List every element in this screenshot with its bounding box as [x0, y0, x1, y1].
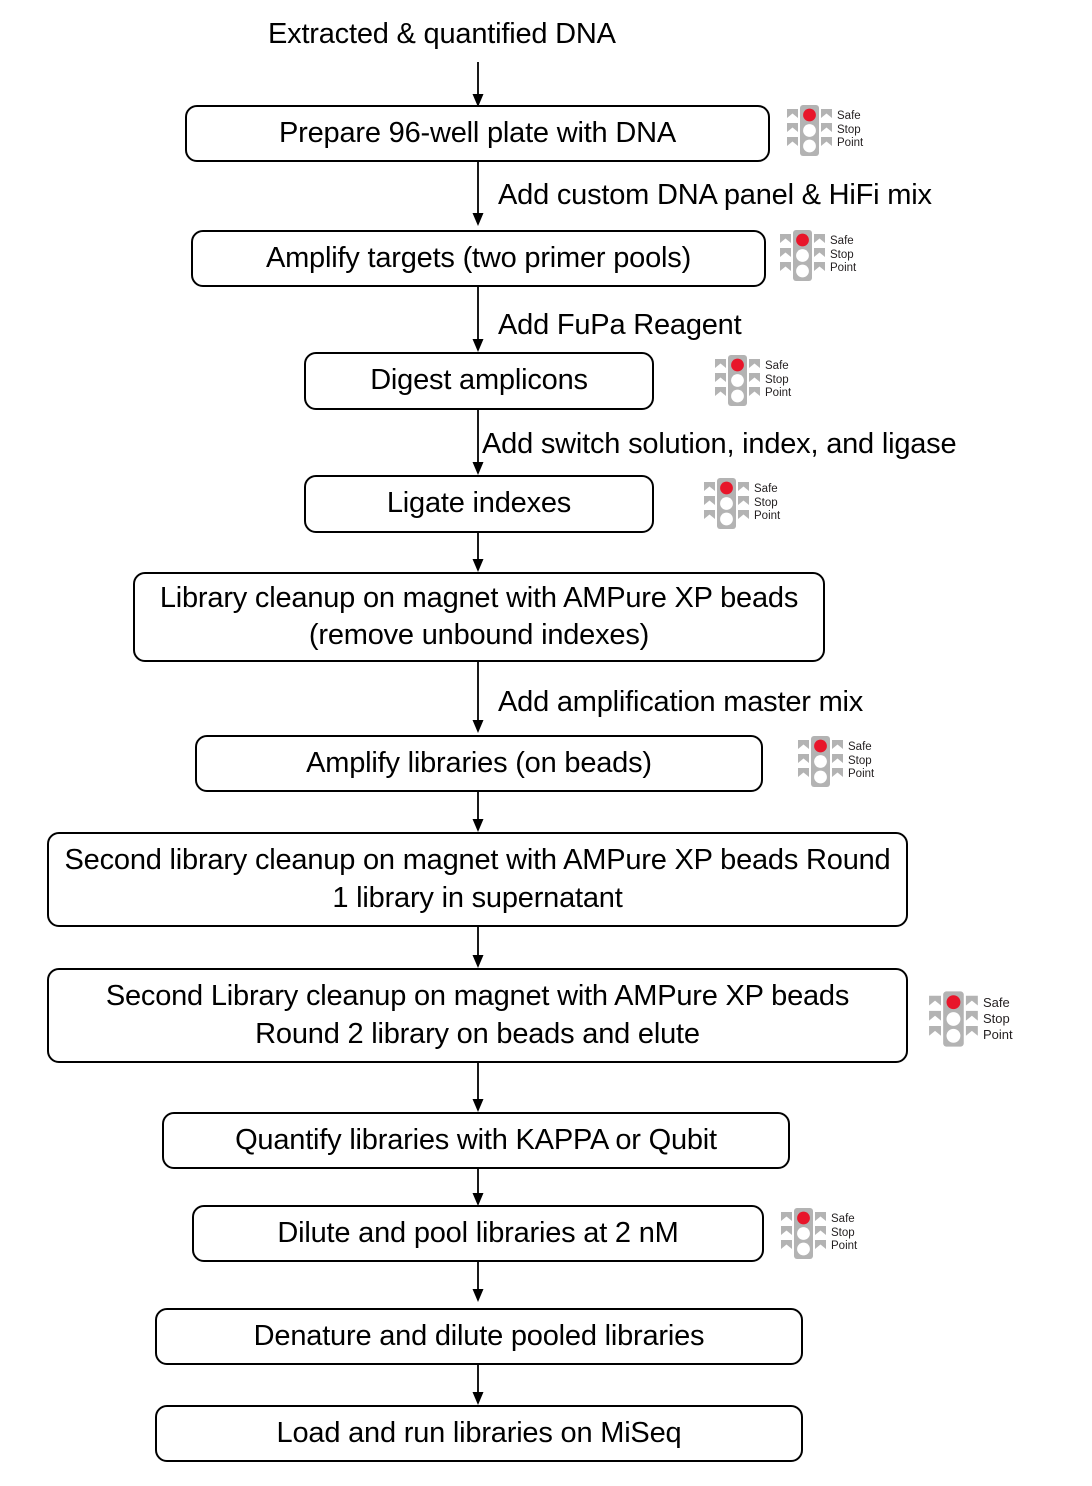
stop-point-line-2: Stop — [837, 123, 861, 136]
flow-node-label: Library cleanup on magnet with AMPure XP… — [159, 581, 799, 651]
safe-stop-point-badge-5: Safe Stop Point — [797, 735, 874, 788]
stop-point-line-1: Safe — [837, 109, 861, 122]
flow-node-amplify-targets[interactable]: Amplify targets (two primer pools) — [191, 230, 766, 287]
traffic-light-icon — [779, 229, 827, 282]
stop-point-line-3: Point — [837, 137, 864, 150]
connector-n10-to-n11 — [462, 1262, 494, 1303]
flow-node-label: Second Library cleanup on magnet with AM… — [105, 980, 850, 1050]
safe-stop-point-text: Safe Stop Point — [831, 1213, 857, 1255]
flow-node-prepare-plate[interactable]: Prepare 96-well plate with DNA — [185, 105, 770, 162]
stop-point-line-1: Safe — [983, 995, 1010, 1011]
stop-point-line-3: Point — [983, 1026, 1013, 1042]
connector-n11-to-n12 — [462, 1365, 494, 1406]
flow-node-ligate-indexes[interactable]: Ligate indexes — [304, 475, 654, 533]
flow-node-library-cleanup[interactable]: Library cleanup on magnet with AMPure XP… — [133, 572, 825, 662]
connector-n2-to-n3 — [462, 287, 494, 353]
stop-point-line-2: Stop — [754, 496, 778, 509]
connector-n6-to-n7 — [462, 792, 494, 833]
safe-stop-point-text: Safe Stop Point — [765, 360, 791, 402]
flow-node-label: Prepare 96-well plate with DNA — [279, 116, 676, 149]
edge-label-n2-to-n3: Add FuPa Reagent — [498, 309, 742, 341]
edge-label-n1-to-n2: Add custom DNA panel & HiFi mix — [498, 179, 932, 211]
flow-node-label: Dilute and pool libraries at 2 nM — [277, 1216, 679, 1249]
traffic-light-icon — [780, 1207, 828, 1260]
flow-node-label: Amplify targets (two primer pools) — [265, 241, 692, 274]
traffic-light-icon — [703, 477, 751, 530]
traffic-light-icon — [786, 104, 834, 157]
connector-n1-to-n2 — [462, 161, 494, 227]
flow-node-label: Second library cleanup on magnet with AM… — [64, 844, 891, 914]
stop-point-line-2: Stop — [830, 248, 854, 261]
connector-n4-to-n5 — [462, 533, 494, 573]
safe-stop-point-badge-6: Safe Stop Point — [928, 990, 1013, 1048]
safe-stop-point-badge-2: Safe Stop Point — [779, 229, 856, 282]
traffic-light-icon — [714, 354, 762, 407]
stop-point-line-1: Safe — [830, 234, 854, 247]
flow-node-amplify-libraries[interactable]: Amplify libraries (on beads) — [195, 735, 763, 792]
safe-stop-point-text: Safe Stop Point — [848, 741, 874, 783]
stop-point-line-3: Point — [848, 768, 875, 781]
safe-stop-point-badge-4: Safe Stop Point — [703, 477, 780, 530]
safe-stop-point-text: Safe Stop Point — [983, 995, 1013, 1042]
edge-label-n5-to-n6: Add amplification master mix — [498, 686, 864, 718]
safe-stop-point-badge-1: Safe Stop Point — [786, 104, 863, 157]
flow-node-label: Load and run libraries on MiSeq — [276, 1416, 682, 1449]
stop-point-line-2: Stop — [983, 1011, 1010, 1027]
traffic-light-icon — [797, 735, 845, 788]
flow-node-label: Quantify libraries with KAPPA or Qubit — [235, 1123, 717, 1156]
flow-node-label: Ligate indexes — [386, 487, 572, 520]
stop-point-line-2: Stop — [765, 373, 789, 386]
safe-stop-point-badge-7: Safe Stop Point — [780, 1207, 857, 1260]
traffic-light-icon — [928, 990, 980, 1048]
flow-node-label: Denature and dilute pooled libraries — [253, 1319, 705, 1352]
flow-node-label: Digest amplicons — [370, 364, 588, 397]
stop-point-line-3: Point — [765, 387, 792, 400]
stop-point-line-1: Safe — [765, 359, 789, 372]
stop-point-line-3: Point — [754, 510, 781, 523]
flow-node-load-run-miseq[interactable]: Load and run libraries on MiSeq — [155, 1405, 803, 1462]
stop-point-line-3: Point — [831, 1240, 858, 1253]
edge-label-n3-to-n4: Add switch solution, index, and ligase — [482, 428, 957, 460]
connector-n9-to-n10 — [462, 1169, 494, 1207]
flow-node-label: Amplify libraries (on beads) — [306, 746, 652, 779]
stop-point-line-2: Stop — [831, 1226, 855, 1239]
flow-node-digest-amplicons[interactable]: Digest amplicons — [304, 352, 654, 410]
safe-stop-point-badge-3: Safe Stop Point — [714, 354, 791, 407]
safe-stop-point-text: Safe Stop Point — [830, 235, 856, 277]
connector-n7-to-n8 — [462, 927, 494, 969]
safe-stop-point-text: Safe Stop Point — [754, 483, 780, 525]
safe-stop-point-text: Safe Stop Point — [837, 110, 863, 152]
connector-n5-to-n6 — [462, 662, 494, 734]
connector-start-to-n1 — [462, 62, 494, 108]
stop-point-line-1: Safe — [831, 1212, 855, 1225]
stop-point-line-2: Stop — [848, 754, 872, 767]
stop-point-line-1: Safe — [848, 740, 872, 753]
flow-node-dilute-pool[interactable]: Dilute and pool libraries at 2 nM — [192, 1205, 764, 1262]
flow-node-second-cleanup-round2[interactable]: Second Library cleanup on magnet with AM… — [47, 968, 908, 1063]
stop-point-line-3: Point — [830, 262, 857, 275]
stop-point-line-1: Safe — [754, 482, 778, 495]
connector-n8-to-n9 — [462, 1063, 494, 1113]
flow-node-denature-dilute[interactable]: Denature and dilute pooled libraries — [155, 1308, 803, 1365]
flow-node-second-cleanup-round1[interactable]: Second library cleanup on magnet with AM… — [47, 832, 908, 927]
connector-n3-to-n4 — [462, 410, 494, 476]
flow-node-quantify-libraries[interactable]: Quantify libraries with KAPPA or Qubit — [162, 1112, 790, 1169]
start-label: Extracted & quantified DNA — [268, 18, 616, 50]
